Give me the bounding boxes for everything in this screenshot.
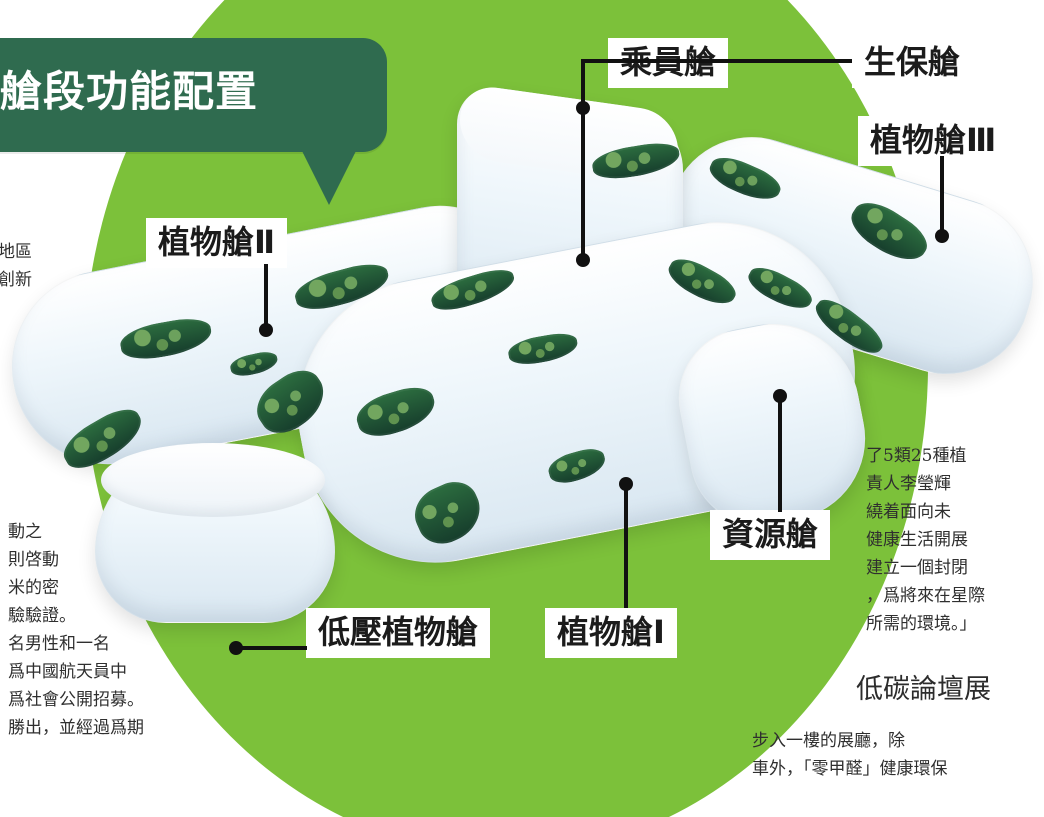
left-bottom-line-3: 米的密 [8, 578, 59, 598]
resource-module-label: 資源艙 [710, 510, 831, 560]
right-bottom-line-1: 步入一樓的展廳，除 [752, 731, 905, 751]
right-bottom-text-block: 步入一樓的展廳，除 車外，「零甲醛」健康環保 [752, 727, 948, 783]
right-text-block: 了5類25種植 責人李瑩輝 繞着面向未 健康生活開展 建立一個封閉 ，爲將來在星… [866, 442, 985, 638]
plant-2-connector-dot [259, 323, 273, 337]
left-bottom-line-6: 爲中國航天員中 [8, 662, 127, 682]
left-bottom-line-8: 勝出，並經過爲期 [8, 718, 144, 738]
life-support-connector-dot [576, 253, 590, 267]
life-support-leader-line [581, 59, 852, 260]
right-block-line-5: 建立一個封閉 [866, 558, 968, 578]
low-pressure-connector-dot [229, 641, 243, 655]
right-block-line-4: 健康生活開展 [866, 530, 968, 550]
left-top-text-block: 地區 創新 [0, 238, 32, 294]
crew-leader-line [581, 59, 612, 108]
plant-3-connector-dot [935, 229, 949, 243]
low-pressure-plant-module-top [101, 443, 325, 517]
title-banner-tail [301, 149, 357, 205]
plant-1-connector-dot [619, 477, 633, 491]
left-top-line-1: 地區 [0, 242, 32, 262]
right-block-line-1: 了5類25種植 [866, 446, 967, 466]
left-bottom-line-4: 驗驗證。 [8, 606, 76, 626]
title-banner [0, 38, 387, 152]
left-bottom-text-block: 動之 則啓動 米的密 驗驗證。 名男性和一名 爲中國航天員中 爲社會公開招募。 … [8, 518, 144, 742]
right-block-line-3: 繞着面向未 [866, 502, 951, 522]
left-bottom-line-5: 名男性和一名 [8, 634, 110, 654]
left-bottom-line-1: 動之 [8, 522, 42, 542]
resource-connector-dot [773, 389, 787, 403]
plant-module-2-label: 植物艙Ⅱ [146, 218, 288, 268]
left-bottom-line-2: 則啓動 [8, 550, 59, 570]
right-block-line-2: 責人李瑩輝 [866, 474, 951, 494]
plant-module-1-label: 植物艙Ⅰ [545, 608, 677, 658]
life-support-module-label: 生保艙 [852, 38, 973, 88]
low-pressure-plant-module-label: 低壓植物艙 [306, 608, 491, 658]
right-block-line-7: 所需的環境。」 [866, 614, 977, 634]
page-title: 艙段功能配置 [0, 67, 259, 116]
left-bottom-line-7: 爲社會公開招募。 [8, 690, 144, 710]
right-bottom-line-2: 車外，「零甲醛」健康環保 [752, 759, 948, 779]
plant-module-3-label: 植物艙Ⅲ [858, 116, 1009, 166]
right-block-line-6: ，爲將來在星際 [866, 586, 985, 606]
right-subheading: 低碳論壇展 [856, 674, 991, 705]
left-top-line-2: 創新 [0, 270, 32, 290]
